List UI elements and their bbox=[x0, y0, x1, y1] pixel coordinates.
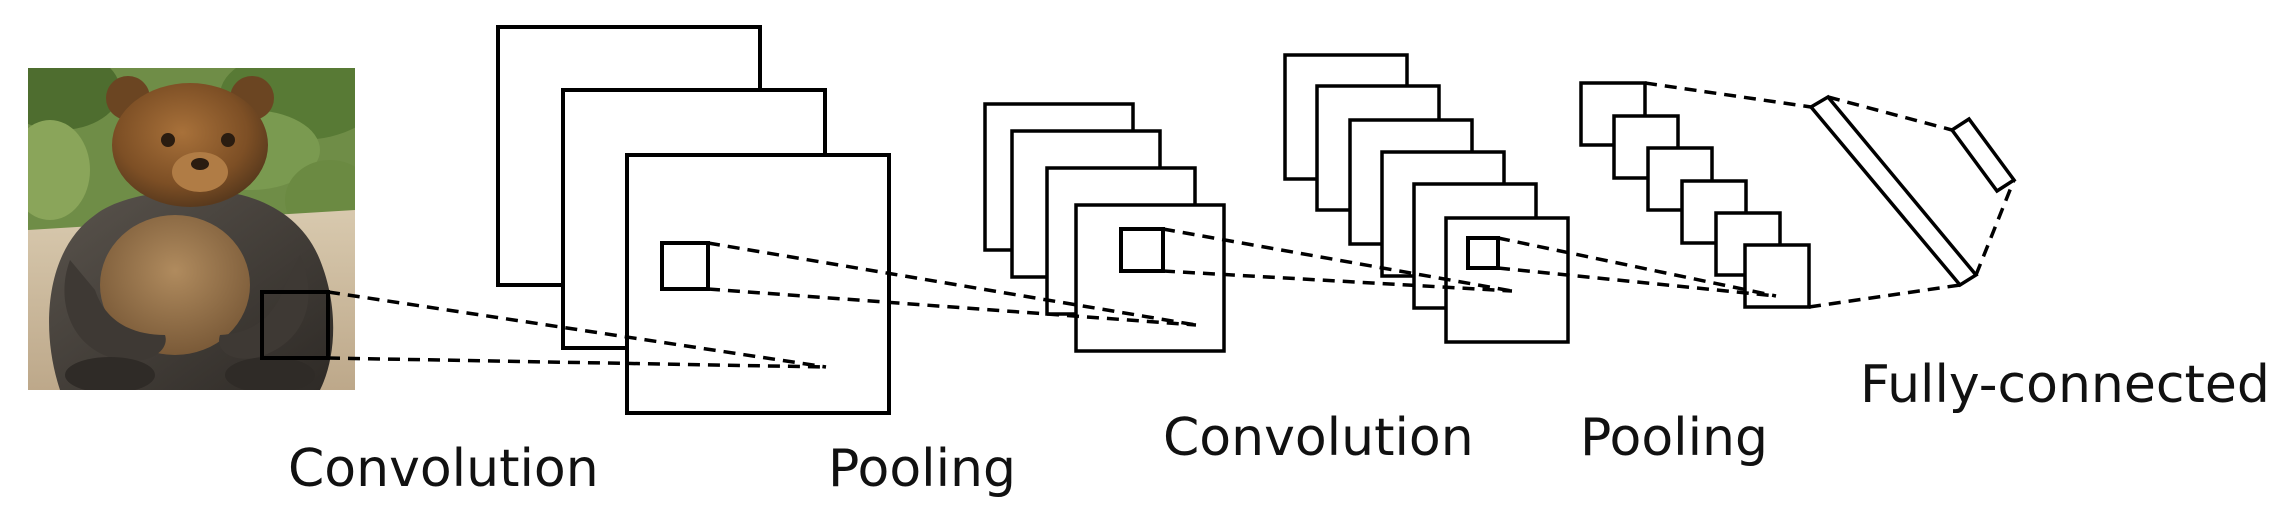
fc-layer-small bbox=[1949, 116, 2017, 194]
pool2-feature-maps bbox=[1579, 81, 1811, 309]
fc-layers bbox=[1808, 94, 2017, 288]
input-receptive-field bbox=[260, 290, 330, 360]
pool1-feature-map bbox=[1074, 203, 1226, 353]
label-pooling-1: Pooling bbox=[828, 439, 1016, 499]
conv2-feature-maps bbox=[1283, 53, 1570, 344]
pool2-feature-map bbox=[1743, 243, 1811, 309]
conv1-feature-maps bbox=[496, 25, 891, 415]
label-convolution-1: Convolution bbox=[288, 439, 599, 499]
receptive-field-connections bbox=[327, 81, 2016, 369]
input-image bbox=[28, 68, 355, 390]
pool1-window bbox=[1119, 227, 1165, 273]
pool1-feature-maps bbox=[983, 102, 1226, 353]
conv2-window bbox=[1466, 236, 1500, 270]
label-fully-connected: Fully-connected bbox=[1860, 355, 2270, 415]
label-convolution-2: Convolution bbox=[1163, 408, 1474, 468]
fc-layer-large bbox=[1808, 94, 1979, 288]
conv2-feature-map bbox=[1444, 216, 1570, 344]
conv1-window bbox=[660, 241, 710, 291]
conv1-feature-map bbox=[625, 153, 891, 415]
label-pooling-2: Pooling bbox=[1580, 408, 1768, 468]
